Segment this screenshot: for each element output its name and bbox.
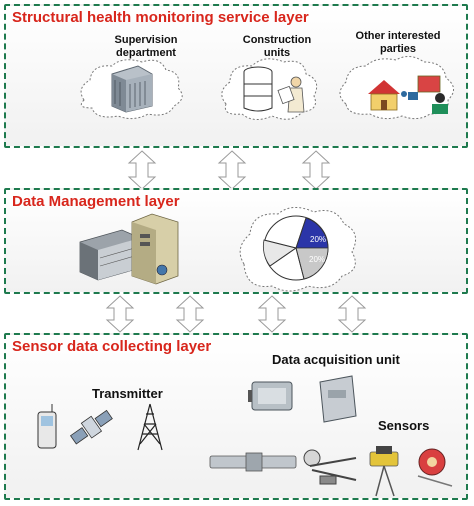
management-layer-title: Data Management layer: [12, 193, 180, 210]
bidirectional-arrow-icon: [301, 150, 331, 190]
acquisition-unit-label: Data acquisition unit: [272, 352, 400, 367]
bidirectional-arrow-icon: [217, 150, 247, 190]
management-layer: Data Management layer: [4, 188, 468, 294]
other-parties-label: Other interested parties: [355, 30, 441, 55]
bidirectional-arrow-icon: [337, 295, 367, 333]
bidirectional-arrow-icon: [175, 295, 205, 333]
construction-units-label: Construction units: [242, 34, 312, 59]
supervision-department-label: Supervision department: [114, 34, 178, 59]
bidirectional-arrow-icon: [257, 295, 287, 333]
service-layer-title: Structural health monitoring service lay…: [12, 9, 309, 26]
transmitter-label: Transmitter: [92, 386, 163, 401]
sensors-label: Sensors: [378, 418, 430, 433]
sensor-layer-title: Sensor data collecting layer: [12, 338, 212, 355]
bidirectional-arrow-icon: [105, 295, 135, 333]
service-layer: Structural health monitoring service lay…: [4, 4, 468, 148]
sensor-layer: Sensor data collecting layer: [4, 333, 468, 500]
bidirectional-arrow-icon: [127, 150, 157, 190]
